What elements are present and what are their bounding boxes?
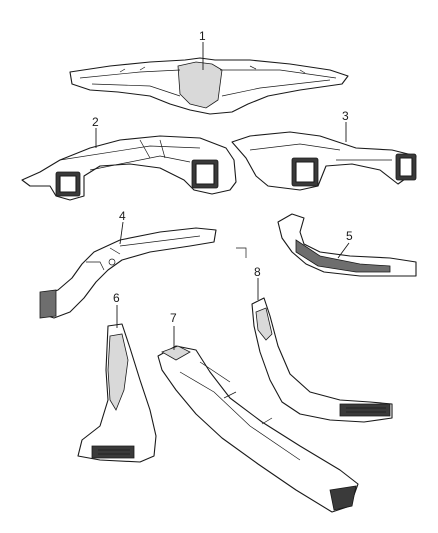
callout-8: 8: [254, 265, 261, 279]
part-4-curved-duct[interactable]: [39, 227, 217, 319]
part-3-side-duct[interactable]: [231, 131, 417, 191]
callout-2: 2: [92, 115, 99, 129]
part-1-defroster-duct[interactable]: [69, 57, 349, 115]
callout-1: 1: [199, 29, 206, 43]
part-6-left-floor-duct[interactable]: [77, 323, 157, 463]
leader-5: [337, 242, 350, 259]
callout-3: 3: [342, 109, 349, 123]
callout-7: 7: [170, 311, 177, 325]
part-8-right-floor-duct[interactable]: [251, 297, 393, 423]
leader-4: [119, 221, 124, 245]
callout-5: 5: [346, 229, 353, 243]
callout-6: 6: [113, 291, 120, 305]
part-7-center-tunnel-duct[interactable]: [157, 345, 359, 513]
part-2-panel-duct[interactable]: [21, 135, 237, 201]
callout-4: 4: [119, 209, 126, 223]
part-5-floor-duct[interactable]: [236, 213, 417, 277]
